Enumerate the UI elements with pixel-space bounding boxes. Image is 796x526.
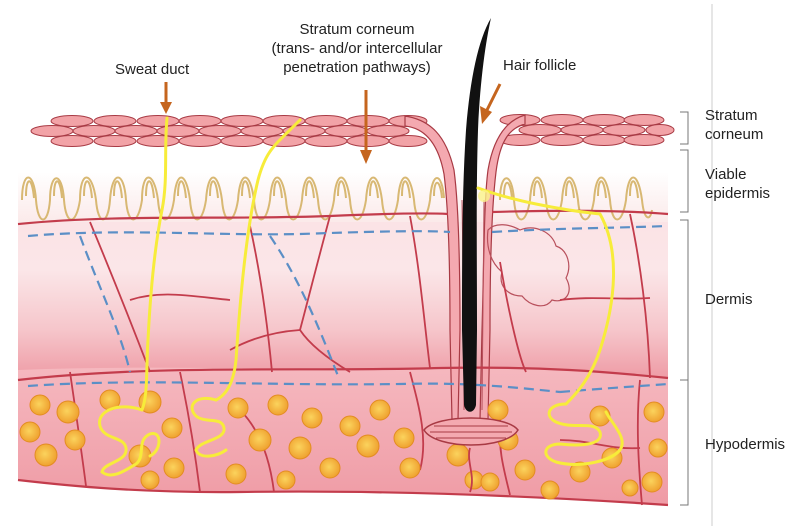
hypodermis-region bbox=[18, 368, 668, 505]
stratum-corneum-cells bbox=[31, 115, 674, 147]
dermis-region bbox=[18, 211, 668, 380]
layer-label-viable-epidermis-2: epidermis bbox=[705, 185, 770, 202]
layer-label-viable-epidermis-1: Viable bbox=[705, 166, 746, 183]
layer-label-stratum-corneum-1: Stratum bbox=[705, 107, 758, 124]
layer-label-hypodermis: Hypodermis bbox=[705, 436, 785, 453]
stratum-corneum-sub2: penetration pathways) bbox=[283, 59, 431, 76]
sweat-duct-label: Sweat duct bbox=[115, 61, 190, 78]
hair-follicle-arrow bbox=[480, 84, 500, 124]
follicle-entry-glow bbox=[478, 190, 490, 202]
layer-label-dermis: Dermis bbox=[705, 291, 753, 308]
layer-label-stratum-corneum-2: corneum bbox=[705, 126, 763, 143]
sweat-duct-arrow bbox=[160, 82, 172, 114]
hair-follicle-label: Hair follicle bbox=[503, 57, 576, 74]
stratum-corneum-label: Stratum corneum bbox=[299, 21, 414, 38]
stratum-corneum-sub1: (trans- and/or intercellular bbox=[272, 40, 443, 57]
